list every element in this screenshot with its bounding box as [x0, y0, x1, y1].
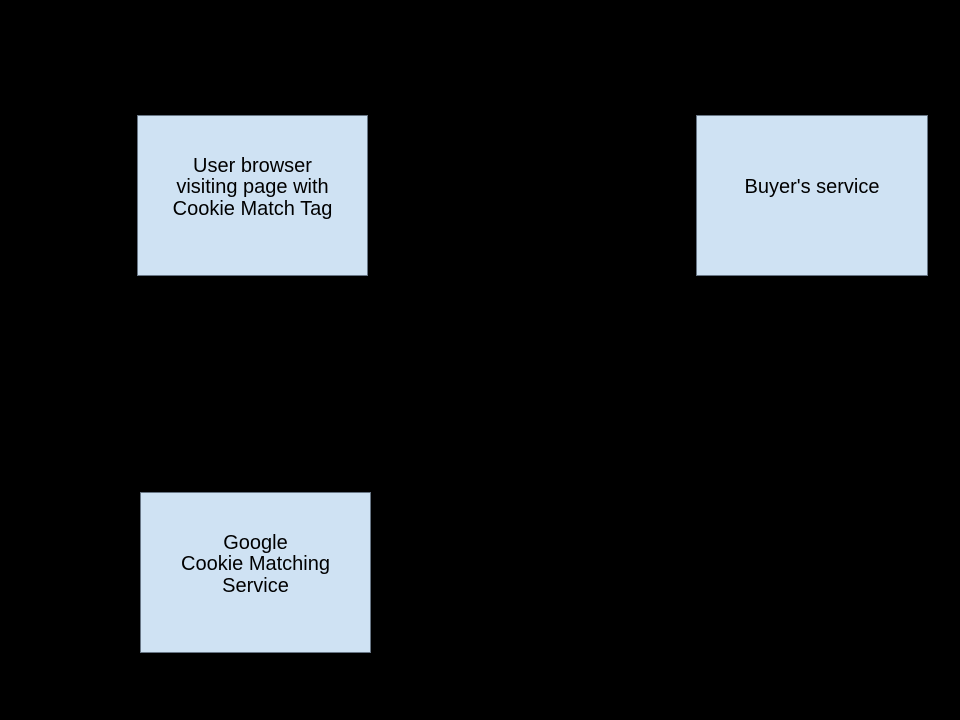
node-buyers-service: Buyer's service: [696, 115, 928, 276]
node-label-line: Buyer's service: [744, 176, 880, 199]
node-label-line: Service: [222, 574, 289, 597]
node-label-line: visiting page with: [176, 176, 329, 199]
node-label-line: Cookie Matching: [181, 553, 330, 576]
node-label-line: Cookie Match Tag: [172, 197, 333, 220]
node-label-line: User browser: [193, 154, 312, 177]
node-user-browser: User browser visiting page with Cookie M…: [137, 115, 368, 276]
node-google-cookie-matching-service: Google Cookie Matching Service: [140, 492, 371, 653]
node-label-line: Google: [223, 531, 288, 554]
